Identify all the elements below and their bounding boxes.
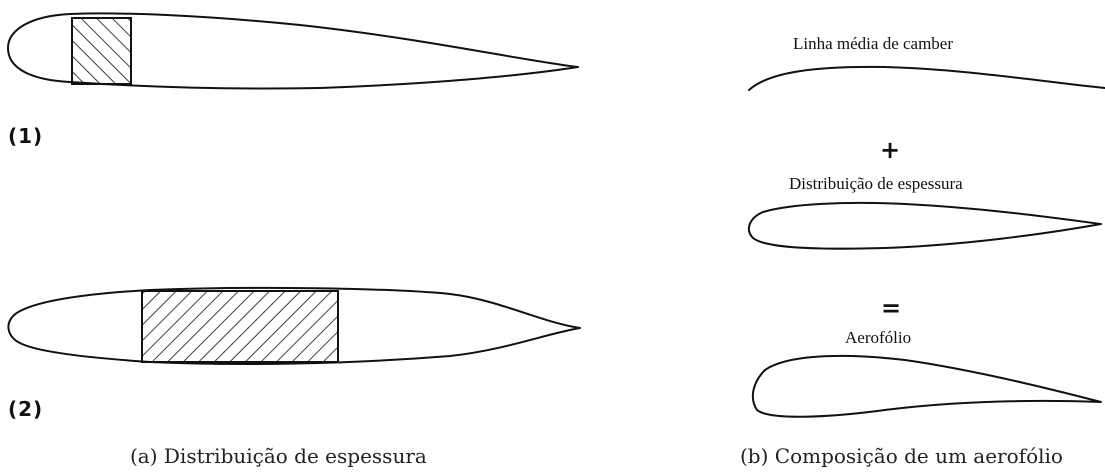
camber-line-label: Linha média de camber <box>793 34 954 53</box>
thickness-distribution-panel: (1) (2) (a) Distribuição de espessura <box>7 12 581 468</box>
airfoil-1-label: (1) <box>8 124 44 148</box>
equals-symbol: = <box>881 294 902 322</box>
camber-line <box>748 65 1105 91</box>
airfoil-2 <box>7 286 581 365</box>
airfoil-composition-diagram <box>747 65 1105 418</box>
max-thickness-region-2 <box>141 290 339 363</box>
max-thickness-region-1 <box>71 17 132 85</box>
resulting-airfoil-shape <box>751 354 1102 418</box>
panel-b-caption: (b) Composição de um aerofólio <box>740 444 1063 468</box>
plus-symbol: + <box>880 136 901 164</box>
airfoil-label: Aerofólio <box>845 328 912 347</box>
airfoil-outline-1 <box>7 12 579 90</box>
airfoil-1 <box>7 12 579 90</box>
thickness-distribution-label: Distribuição de espessura <box>789 174 963 193</box>
panel-a-caption: (a) Distribuição de espessura <box>130 444 427 468</box>
airfoil-2-label: (2) <box>8 397 44 421</box>
thickness-distribution-shape <box>747 201 1102 250</box>
airfoil-outline-2 <box>7 286 581 365</box>
airfoil-composition-panel: Linha média de camber + Distribuição de … <box>735 0 1105 476</box>
thickness-distribution-diagram <box>7 12 581 365</box>
